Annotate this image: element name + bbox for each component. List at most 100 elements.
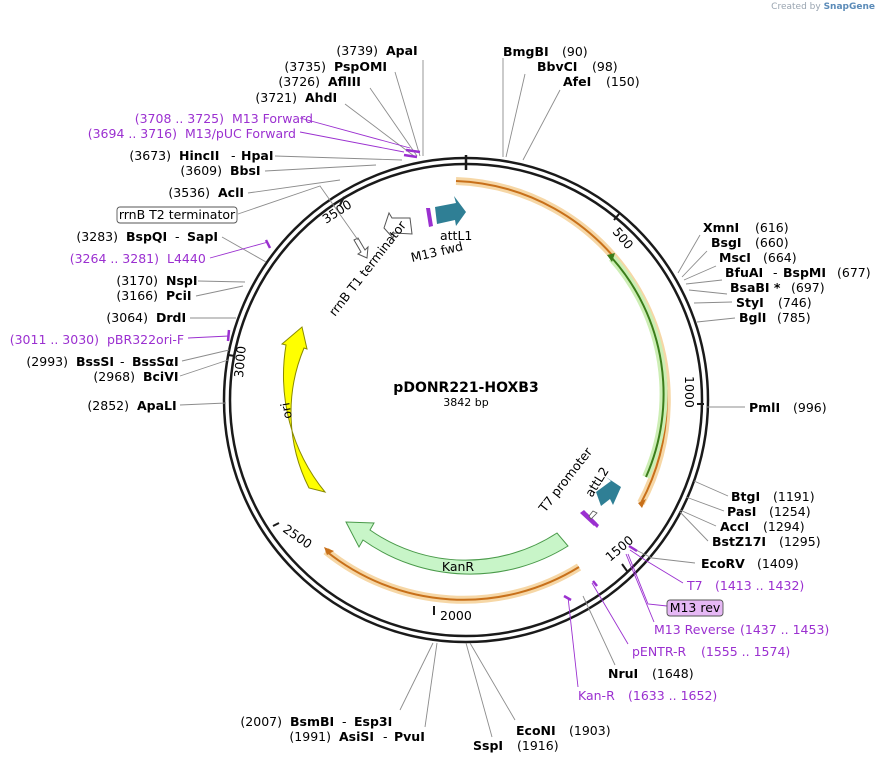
site-sspi-pos: (1916) [517,738,559,753]
site-nrui-name: NruI [608,666,638,681]
primer-l4440-range: (3264 .. 3281) [70,251,159,266]
tick-2500 [272,522,280,527]
tick-label-1000: 1000 [682,376,697,408]
site-sapi-name: SapI [187,229,218,244]
site-acci-pos: (1294) [763,519,805,534]
primer-pbr322-name: pBR322ori-F [107,332,184,347]
t7-promoter-label: T7 promoter [535,444,596,516]
site-apali-name: ApaLI [137,398,177,413]
tick-3500 [339,196,345,206]
site-asisi-name: AsiSI [339,729,374,744]
site-bmgbi-name: BmgBI [503,44,549,59]
lead-econi [469,642,516,721]
site-bsssai-name: BssSαI [132,354,179,369]
site-asisi-pos: (1991) [289,729,331,744]
site-bsmbi-sep: - [342,714,347,729]
plead-pentr [591,582,629,645]
lead-styi [693,301,733,304]
primer-m13forward-name: M13 Forward [232,111,313,126]
site-xmni-pos: (616) [755,220,789,235]
lead-afei [522,89,561,161]
site-pmli-pos: (996) [793,400,827,415]
primer-kanr-range: (1633 .. 1652) [628,688,717,703]
site-bfuai-pos: (677) [837,265,871,280]
green-arc-arrowhead [607,253,615,262]
site-bbvci-name: BbvCI [537,59,577,74]
m13-rev-box [666,599,724,617]
lead-bfuai [685,279,723,285]
tick-label-2500: 2500 [280,521,315,552]
site-aflIII-pos: (3726) [278,74,320,89]
tick-1500 [621,563,628,572]
plasmid-size: 3842 bp [443,396,488,409]
site-ahdI-pos: (3721) [255,90,297,105]
site-msci-name: MscI [719,250,751,265]
site-bspqI-name: BspQI [126,229,167,244]
plead-m13forward [299,117,411,149]
rrnb-t2-terminator-label: rrnB T2 terminator [119,207,236,222]
m13-forward-marker [405,148,421,154]
primer-pentr-range: (1555 .. 1574) [701,644,790,659]
site-bsmbi-name: BsmBI [290,714,334,729]
site-bstz17i-pos: (1295) [779,534,821,549]
green-arc-halo [609,255,668,479]
site-bbvci-pos: (98) [592,59,618,74]
site-econi-pos: (1903) [569,723,611,738]
site-bspqI-sep: - [175,229,180,244]
m13-fwd-label: M13 fwd [409,238,464,265]
site-apali-pos: (2852) [87,398,129,413]
primer-pbr322-range: (3011 .. 3030) [10,332,99,347]
site-hpai-name: HpaI [241,148,274,163]
site-acci-name: AccI [720,519,749,534]
lead-apali [179,402,227,406]
site-bsssi-pos: (2993) [26,354,68,369]
site-pasi-name: PasI [727,504,756,519]
ori-label: ori [277,401,295,420]
primer-pentr-name: pENTR-R [632,644,687,659]
primer-l4440-name: L4440 [167,251,206,266]
lead-btgi [693,480,729,497]
site-esp3i-name: Esp3I [354,714,392,729]
plead-kanr [567,596,579,688]
lead-pasi [685,496,725,512]
site-bcivi-pos: (2968) [93,369,135,384]
lead-bbvci [505,73,526,158]
lead-bbsI [264,164,377,172]
site-msci-pos: (664) [763,250,797,265]
site-bsgi-pos: (660) [755,235,789,250]
credit-prefix: Created by [771,2,821,12]
lead-sspi [465,642,493,738]
site-pciI-name: PciI [166,288,192,303]
rrnb-t2-terminator-box [116,206,238,224]
pbr322-marker [226,329,231,342]
site-btgi-name: BtgI [731,489,760,504]
site-bgli-pos: (785) [777,310,811,325]
plead-m13puc [299,131,405,153]
site-drdI-name: DrdI [156,310,186,325]
orange-arc-right [455,180,668,504]
site-bgli-name: BglI [739,310,766,325]
lead-asisi [424,642,438,728]
lead-msci [683,265,717,281]
site-bstz17i-name: BstZ17I [712,534,766,549]
orange-arc-right-arrowhead [638,499,646,508]
primer-m13puc-range: (3694 .. 3716) [88,126,177,141]
lead-rrnbt2 [237,185,359,241]
site-pspomi-pos: (3735) [284,59,326,74]
lead-aciI [247,179,341,194]
site-aciI-pos: (3536) [168,185,210,200]
lead-aflIII [369,87,418,157]
site-afei-name: AfeI [563,74,591,89]
lead-pciI [195,285,244,297]
rrnb-t2-terminator-arrow [353,237,369,259]
site-aflIII-name: AflIII [328,74,361,89]
kanr-primer-marker [563,594,572,602]
site-bbsI-name: BbsI [230,163,261,178]
lead-xmni [677,234,701,274]
snapgene-logo-text: SnapGene [823,2,875,12]
lead-bspqI [221,236,267,263]
site-hincII-pos: (3673) [129,148,171,163]
plead-pbr322 [187,335,230,339]
m13-fwd-marker [426,208,433,227]
